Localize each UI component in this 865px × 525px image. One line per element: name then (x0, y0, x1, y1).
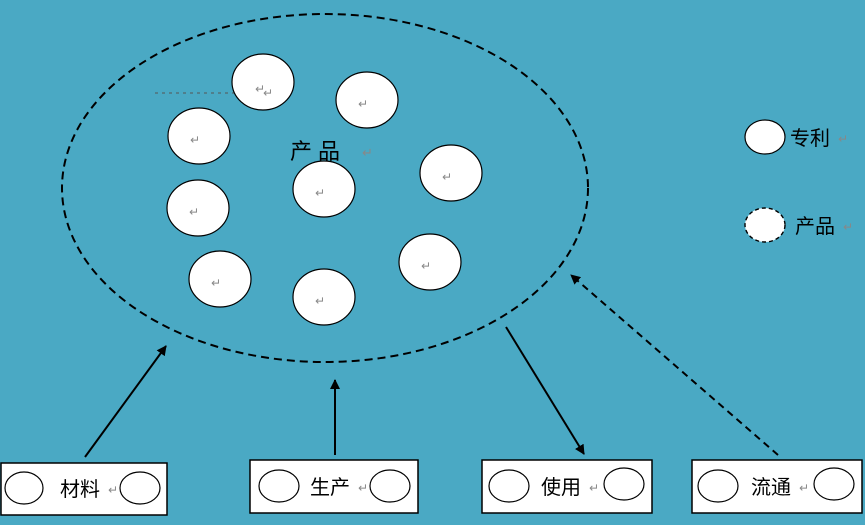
return-mark: ↵ (358, 481, 368, 495)
return-mark: ↵ (263, 86, 273, 100)
stage-box-material: 材料 ↵ (0, 462, 168, 516)
patent-circle: ↵ (419, 144, 483, 202)
stage-label-material: 材料 (60, 477, 100, 501)
return-mark: ↵ (315, 186, 325, 200)
patent-circle: ↵ (292, 160, 356, 218)
arrow-material-to-product (84, 345, 167, 458)
return-mark: ↵ (799, 481, 809, 495)
return-mark: ↵ (843, 220, 853, 234)
legend: 专利 ↵ 产品 ↵ (744, 119, 853, 243)
patent-circle: ↵ (292, 268, 356, 326)
return-mark: ↵ (421, 259, 431, 273)
return-mark: ↵ (108, 483, 118, 497)
patent-circle: ↵ (188, 250, 252, 308)
product-label: 产品 (290, 140, 346, 165)
patent-circle: ↵ ↵ (231, 53, 295, 111)
legend-patent-swatch (744, 119, 786, 155)
arrow-circulation-to-product (570, 274, 779, 456)
stage-box-circulation: 流通 ↵ (691, 459, 863, 514)
return-mark: ↵ (358, 97, 368, 111)
patent-circle: ↵ (167, 107, 231, 165)
legend-product-swatch (744, 207, 786, 243)
product-boundary-ellipse (61, 13, 589, 363)
arrow-product-to-use (505, 326, 585, 455)
legend-patent-label: 专利 (790, 126, 830, 150)
stage-box-production: 生产 ↵ (249, 459, 419, 514)
return-mark: ↵ (189, 205, 199, 219)
return-mark: ↵ (362, 146, 373, 161)
return-mark: ↵ (211, 276, 221, 290)
return-mark: ↵ (442, 170, 452, 184)
patent-circle: ↵ (335, 71, 399, 129)
stage-label-production: 生产 (310, 475, 350, 499)
patent-circle: ↵ (398, 233, 462, 291)
patent-circle: ↵ (166, 179, 230, 237)
stage-label-circulation: 流通 (751, 475, 791, 499)
stage-box-use: 使用 ↵ (481, 459, 653, 514)
stage-label-use: 使用 (541, 475, 581, 499)
return-mark: ↵ (190, 133, 200, 147)
return-mark: ↵ (315, 294, 325, 308)
return-mark: ↵ (589, 481, 599, 495)
legend-product-label: 产品 (795, 214, 835, 238)
return-mark: ↵ (255, 82, 265, 96)
return-mark: ↵ (838, 132, 848, 146)
